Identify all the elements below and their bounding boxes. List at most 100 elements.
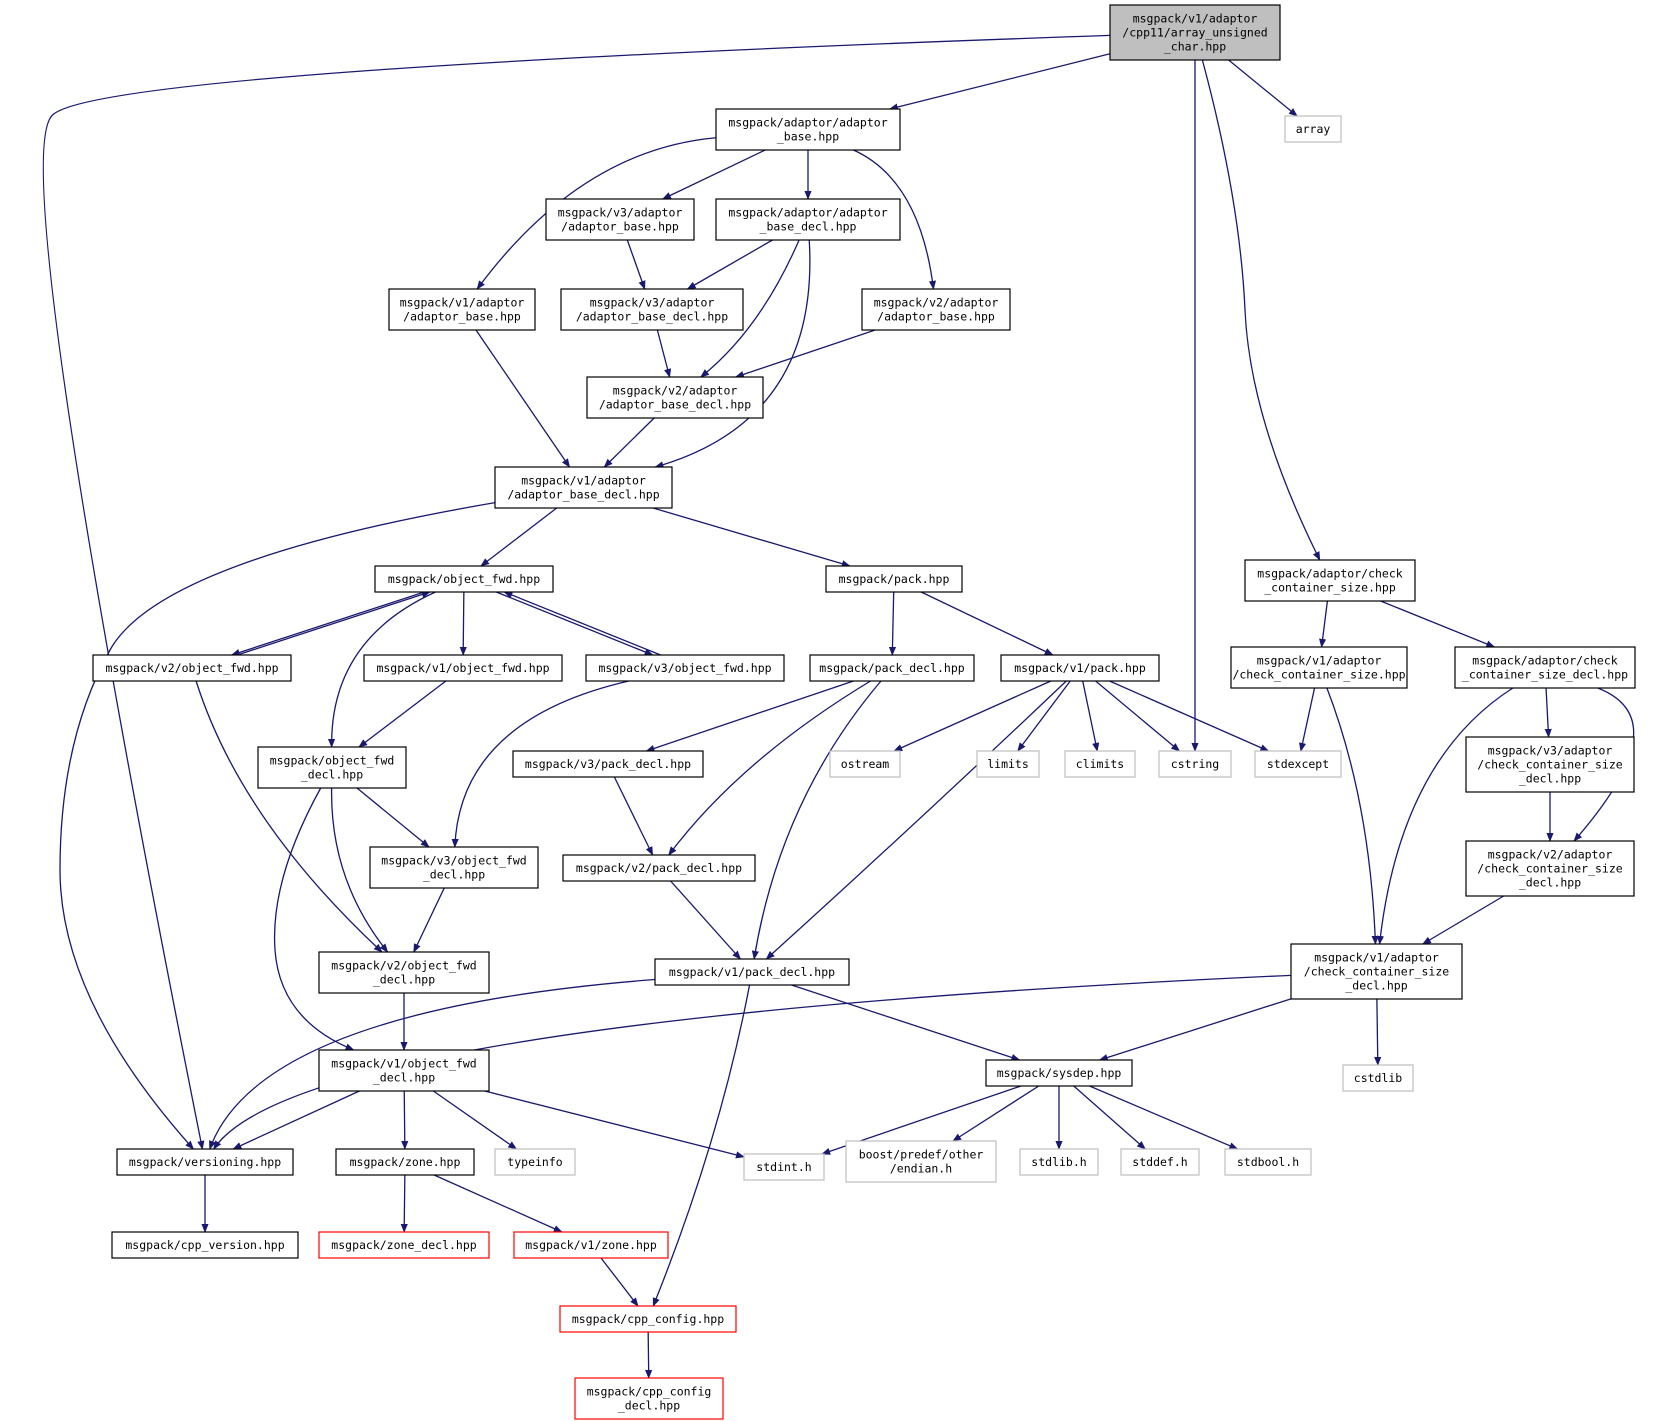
node-adaptor-base-decl[interactable]: msgpack/adaptor/adaptor_base_decl.hpp: [715, 198, 901, 241]
node-box: [654, 958, 850, 986]
node-v1-pack-decl[interactable]: msgpack/v1/pack_decl.hpp: [654, 958, 850, 986]
node-v3-check-container-size-decl[interactable]: msgpack/v3/adaptor/check_container_size_…: [1465, 736, 1635, 793]
node-v1-check-container-size[interactable]: msgpack/v1/adaptor/check_container_size.…: [1230, 646, 1408, 689]
node-adaptor-base[interactable]: msgpack/adaptor/adaptor_base.hpp: [715, 108, 901, 151]
node-box: [1342, 1064, 1414, 1092]
node-v2-pack-decl[interactable]: msgpack/v2/pack_decl.hpp: [562, 854, 756, 882]
node-box: [1019, 1148, 1099, 1176]
node-box: [1290, 943, 1463, 1000]
edge-adaptor_base_decl-to-v1_adaptor_base_decl: [654, 239, 811, 469]
node-label-line: msgpack/v3/pack_decl.hpp: [525, 757, 691, 771]
node-v1-object-fwd-decl[interactable]: msgpack/v1/object_fwd_decl.hpp: [318, 1049, 490, 1092]
node-label-line: _container_size.hpp: [1264, 581, 1396, 595]
node-cpp-version[interactable]: msgpack/cpp_version.hpp: [111, 1231, 299, 1259]
node-label-line: _decl.hpp: [618, 1399, 680, 1413]
node-v3-object-fwd-decl[interactable]: msgpack/v3/object_fwd_decl.hpp: [369, 846, 539, 889]
node-pack[interactable]: msgpack/pack.hpp: [825, 565, 963, 593]
node-label-line: _decl.hpp: [301, 768, 363, 782]
node-label-line: msgpack/cpp_config: [587, 1385, 712, 1399]
node-label-line: cstring: [1171, 757, 1219, 771]
node-v1-zone[interactable]: msgpack/v1/zone.hpp: [513, 1231, 669, 1259]
node-v2-object-fwd[interactable]: msgpack/v2/object_fwd.hpp: [92, 654, 292, 682]
edge-v1_object_fwd_decl-to-typeinfo: [432, 1090, 518, 1150]
edge-object_fwd-to-v2_object_fwd: [230, 591, 425, 656]
node-box: [1454, 646, 1636, 689]
node-label-line: msgpack/adaptor/check: [1472, 654, 1617, 668]
node-v2-object-fwd-decl[interactable]: msgpack/v2/object_fwd_decl.hpp: [318, 951, 490, 994]
node-zone-decl[interactable]: msgpack/zone_decl.hpp: [318, 1231, 490, 1259]
node-v3-pack-decl[interactable]: msgpack/v3/pack_decl.hpp: [512, 750, 704, 778]
edge-pack-to-v1_pack: [920, 591, 1054, 656]
edge-sysdep-to-stddef_h: [1073, 1085, 1146, 1150]
node-box: [318, 951, 490, 994]
node-label-line: stdint.h: [756, 1160, 811, 1174]
node-label-line: _decl.hpp: [1345, 979, 1407, 993]
node-box: [116, 1148, 294, 1176]
node-v3-adaptor-base-decl[interactable]: msgpack/v3/adaptor/adaptor_base_decl.hpp: [560, 288, 744, 331]
node-label-line: msgpack/v1/adaptor: [1133, 12, 1258, 26]
node-box: [845, 1140, 997, 1183]
edge-v2_adaptor_base-to-v2_adaptor_base_decl: [734, 329, 876, 378]
node-object-fwd-decl[interactable]: msgpack/object_fwd_decl.hpp: [257, 746, 407, 789]
node-box: [715, 108, 901, 151]
node-check-container-size[interactable]: msgpack/adaptor/check_container_size.hpp: [1244, 559, 1416, 602]
node-label-line: _decl.hpp: [1519, 772, 1581, 786]
edge-v1_adaptor_base_decl-to-pack: [652, 507, 851, 568]
edge-pack_decl-to-v3_pack_decl: [645, 680, 854, 752]
node-label-line: /endian.h: [890, 1162, 952, 1176]
node-v3-object-fwd[interactable]: msgpack/v3/object_fwd.hpp: [585, 654, 785, 682]
node-box: [1120, 1148, 1200, 1176]
edge-check_container_size-to-v1_check_container_size: [1319, 600, 1329, 648]
node-box: [585, 654, 785, 682]
node-label-line: /adaptor_base_decl.hpp: [599, 398, 751, 412]
edge-v3_object_fwd-to-object_fwd: [503, 591, 661, 656]
node-label-line: msgpack/object_fwd.hpp: [388, 572, 540, 586]
node-label-line: msgpack/adaptor/adaptor: [728, 206, 887, 220]
node-cpp-config[interactable]: msgpack/cpp_config.hpp: [559, 1305, 737, 1333]
node-label-line: _decl.hpp: [373, 1071, 435, 1085]
node-cpp-config-decl[interactable]: msgpack/cpp_config_decl.hpp: [574, 1377, 724, 1420]
node-label-line: msgpack/v1/zone.hpp: [525, 1238, 657, 1252]
edge-v1_pack_decl-to-sysdep: [791, 984, 1021, 1061]
node-versioning[interactable]: msgpack/versioning.hpp: [116, 1148, 294, 1176]
node-box: [512, 750, 704, 778]
edge-v1_zone-to-cpp_config: [600, 1257, 639, 1307]
node-zone[interactable]: msgpack/zone.hpp: [335, 1148, 475, 1176]
node-v1-object-fwd[interactable]: msgpack/v1/object_fwd.hpp: [363, 654, 563, 682]
node-label-line: msgpack/v1/object_fwd: [331, 1057, 476, 1071]
node-label-line: msgpack/v2/object_fwd: [331, 959, 476, 973]
node-box: [825, 565, 963, 593]
node-v2-check-container-size-decl[interactable]: msgpack/v2/adaptor/check_container_size_…: [1465, 840, 1635, 897]
node-check-container-size-decl[interactable]: msgpack/adaptor/check_container_size_dec…: [1454, 646, 1636, 689]
edge-v1_object_fwd_decl-to-stdint_h: [484, 1090, 745, 1159]
edge-v3_pack_decl-to-v2_pack_decl: [613, 776, 654, 856]
edge-object_fwd-to-object_fwd_decl: [327, 591, 436, 748]
node-sysdep[interactable]: msgpack/sysdep.hpp: [985, 1059, 1133, 1087]
node-object-fwd[interactable]: msgpack/object_fwd.hpp: [374, 565, 554, 593]
node-box: [1230, 646, 1408, 689]
edge-v1_check_container_size_decl-to-versioning: [213, 974, 1292, 1150]
node-box: [562, 854, 756, 882]
edge-v1_pack-to-climits: [1082, 680, 1100, 752]
node-v1-pack[interactable]: msgpack/v1/pack.hpp: [1000, 654, 1160, 682]
edge-adaptor_base_decl-to-v3_adaptor_base_decl: [686, 239, 773, 290]
node-pack-decl[interactable]: msgpack/pack_decl.hpp: [809, 654, 975, 682]
edge-v2_object_fwd-to-v2_object_fwd_decl: [195, 680, 383, 953]
node-label-line: msgpack/v3/object_fwd: [381, 854, 526, 868]
node-box: [976, 750, 1040, 778]
node-box: [494, 1148, 576, 1176]
edge-object_fwd-to-v1_object_fwd: [459, 591, 467, 656]
node-label-line: array: [1296, 122, 1331, 136]
node-v1-check-container-size-decl[interactable]: msgpack/v1/adaptor/check_container_size_…: [1290, 943, 1463, 1000]
edge-adaptor_base-to-v1_adaptor_base: [476, 137, 717, 290]
node-v2-adaptor-base[interactable]: msgpack/v2/adaptor/adaptor_base.hpp: [861, 288, 1011, 331]
node-v1-adaptor-base-decl[interactable]: msgpack/v1/adaptor/adaptor_base_decl.hpp: [494, 466, 673, 509]
edge-root-to-check_container_size: [1201, 59, 1321, 561]
node-label-line: /adaptor_base.hpp: [877, 310, 995, 324]
node-v2-adaptor-base-decl[interactable]: msgpack/v2/adaptor/adaptor_base_decl.hpp: [586, 376, 764, 419]
node-v3-adaptor-base[interactable]: msgpack/v3/adaptor/adaptor_base.hpp: [545, 198, 695, 241]
edge-object_fwd_decl-to-v3_object_fwd_decl: [356, 787, 430, 848]
node-box: [743, 1153, 825, 1181]
node-v1-adaptor-base[interactable]: msgpack/v1/adaptor/adaptor_base.hpp: [388, 288, 536, 331]
node-label-line: msgpack/pack_decl.hpp: [819, 661, 964, 675]
